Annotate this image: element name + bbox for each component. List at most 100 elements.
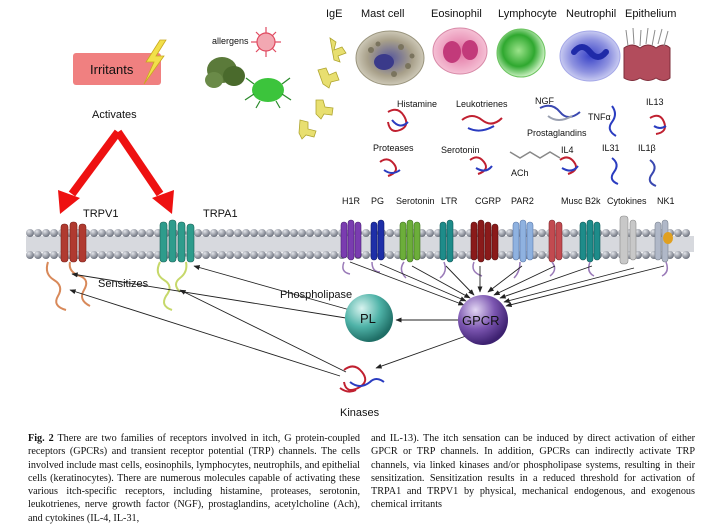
lipid-head	[362, 229, 370, 237]
lipid-head	[330, 229, 338, 237]
lipid-head	[282, 251, 290, 259]
receptor-label-h1r: H1R	[342, 196, 361, 206]
gpcr-sphere	[458, 295, 508, 345]
mediator-il13: IL13	[646, 97, 664, 107]
caption-left-text: There are two families of receptors invo…	[28, 433, 360, 524]
cell-label-eosinophil: Eosinophil	[431, 8, 482, 20]
activates-label: Activates	[92, 109, 137, 121]
lipid-head	[282, 229, 290, 237]
lipid-head	[242, 251, 250, 259]
mediator-ach: ACh	[511, 168, 529, 178]
receptor-label-ltr: LTR	[441, 196, 458, 206]
trpv1-channel	[45, 221, 91, 311]
lipid-head	[682, 229, 690, 237]
lipid-head	[386, 251, 394, 259]
lipid-head	[210, 251, 218, 259]
lipid-head	[298, 251, 306, 259]
irritant-lightning-icon	[143, 39, 167, 85]
lipid-head	[34, 229, 42, 237]
lipid-head	[258, 251, 266, 259]
lipid-head	[426, 251, 434, 259]
lipid-head	[34, 251, 42, 259]
cell-label-mast-cell: Mast cell	[361, 8, 404, 20]
lipid-head	[562, 251, 570, 259]
lipid-head	[234, 251, 242, 259]
allergens-label: allergens	[212, 36, 249, 46]
signal-arrows	[69, 261, 665, 377]
lipid-head	[562, 229, 570, 237]
lipid-head	[674, 251, 682, 259]
receptor-label-b2k: B2k	[585, 196, 601, 206]
phospholipase-label: Phospholipase	[280, 289, 352, 301]
lipid-head	[258, 229, 266, 237]
lipid-head	[242, 229, 250, 237]
lipid-head	[226, 251, 234, 259]
neutrophil-icon	[559, 30, 621, 82]
allergen-virus-icon	[251, 27, 281, 57]
sensitizes-label: Sensitizes	[98, 278, 149, 290]
allergen-pollen-icon	[205, 57, 245, 88]
cell-label-neutrophil: Neutrophil	[566, 8, 616, 20]
lipid-head	[26, 229, 34, 237]
lipid-head	[122, 251, 130, 259]
mediator-proteases: Proteases	[373, 143, 414, 153]
cell-label-ige: IgE	[326, 8, 343, 20]
lipid-head	[538, 229, 546, 237]
lipid-head	[90, 229, 98, 237]
lipid-head	[194, 229, 202, 237]
receptor-label-cytokines: Cytokines	[607, 196, 647, 206]
pl-sphere	[345, 294, 393, 342]
lipid-head	[50, 251, 58, 259]
lipid-head	[498, 229, 506, 237]
lipid-head	[210, 229, 218, 237]
cell-label-lymphocyte: Lymphocyte	[498, 8, 557, 20]
lipid-head	[98, 251, 106, 259]
lipid-head	[138, 251, 146, 259]
receptor-label-trpa1: TRPA1	[203, 208, 238, 220]
lipid-head	[458, 229, 466, 237]
lipid-head	[642, 251, 650, 259]
lipid-head	[122, 229, 130, 237]
mediator-leukotrienes: Leukotrienes	[456, 99, 508, 109]
irritants-label: Irritants	[90, 62, 134, 77]
lipid-head	[202, 229, 210, 237]
lipid-head	[146, 251, 154, 259]
lipid-head	[250, 251, 258, 259]
lipid-head	[26, 251, 34, 259]
lipid-head	[674, 229, 682, 237]
kinases-label: Kinases	[340, 407, 380, 419]
lipid-head	[266, 251, 274, 259]
lipid-head	[42, 251, 50, 259]
pl-label: PL	[360, 311, 376, 326]
gpcr-receptor-cluster	[340, 215, 673, 279]
lipid-head	[194, 251, 202, 259]
figure-number: Fig. 2	[28, 433, 54, 444]
lipid-head	[322, 229, 330, 237]
mediator-il31: IL31	[602, 143, 620, 153]
lipid-head	[106, 251, 114, 259]
lipid-head	[498, 251, 506, 259]
lipid-head	[610, 229, 618, 237]
lipid-head	[266, 229, 274, 237]
lipid-head	[274, 229, 282, 237]
activates-red-arrows	[58, 129, 174, 214]
lipid-head	[138, 229, 146, 237]
mediator-molecule-icons	[379, 104, 667, 187]
lipid-head	[602, 251, 610, 259]
receptor-label-pg: PG	[371, 196, 384, 206]
receptor-label-cgrp: CGRP	[475, 196, 501, 206]
cell-label-epithelium: Epithelium	[625, 8, 676, 20]
lipid-head	[146, 229, 154, 237]
lipid-head	[290, 229, 298, 237]
lipid-head	[114, 229, 122, 237]
lipid-head	[610, 251, 618, 259]
receptor-label-trpv1: TRPV1	[83, 208, 118, 220]
lymphocyte-icon	[496, 28, 546, 78]
lipid-head	[602, 229, 610, 237]
lipid-head	[386, 229, 394, 237]
lipid-head	[642, 229, 650, 237]
lipid-head	[306, 251, 314, 259]
lipid-head	[290, 251, 298, 259]
lipid-head	[50, 229, 58, 237]
lipid-head	[506, 251, 514, 259]
